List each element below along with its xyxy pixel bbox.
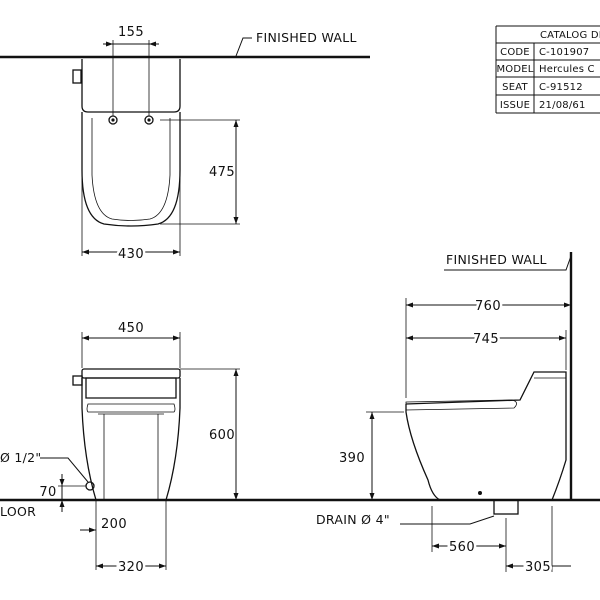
table-key-model: MODEL <box>496 64 533 75</box>
table-value-code: C-101907 <box>539 47 589 58</box>
supply-size-label: Ø 1/2" <box>0 450 41 465</box>
dim-390-label: 390 <box>339 451 365 466</box>
supply-leader <box>40 457 89 483</box>
front-tank <box>81 368 181 379</box>
side-drain-marker <box>478 491 482 495</box>
table-key-issue: ISSUE <box>500 100 530 111</box>
drain-label: DRAIN Ø 4" <box>316 512 390 527</box>
hinge-hole-right-inner <box>147 118 151 122</box>
floor-label: LOOR <box>0 504 36 519</box>
side-finished-wall-label: FINISHED WALL <box>446 252 547 267</box>
table-value-seat: C-91512 <box>539 82 583 93</box>
drain-pipe <box>493 499 519 515</box>
dim-600-label: 600 <box>209 428 235 443</box>
table-value-model: Hercules C <box>539 64 595 75</box>
dim-475-label: 475 <box>209 165 235 180</box>
table-value-issue: 21/08/61 <box>539 100 586 111</box>
dim-760-label: 760 <box>475 299 501 314</box>
front-seat <box>85 377 177 399</box>
side-view: FINISHED WALL DRAIN Ø 4" 760 745 390 <box>316 252 573 578</box>
hinge-hole-left-inner <box>111 118 115 122</box>
dim-560-label: 560 <box>449 540 475 555</box>
catalog-table: CATALOG DR CODE C-101907 MODEL Hercules … <box>495 25 600 114</box>
front-view: LOOR Ø 1/2" 450 600 70 <box>0 321 600 578</box>
top-tank-outline <box>81 59 181 113</box>
front-bowl-body <box>81 378 181 501</box>
dim-745-label: 745 <box>473 332 499 347</box>
table-key-seat: SEAT <box>502 82 528 93</box>
front-seat-rim <box>86 403 176 413</box>
dim-430-label: 430 <box>118 247 144 262</box>
top-wall-leader <box>235 37 252 57</box>
dim-70-label: 70 <box>39 485 56 500</box>
top-finished-wall-label: FINISHED WALL <box>256 30 357 45</box>
dim-155-label: 155 <box>118 25 144 40</box>
dim-450-label: 450 <box>118 321 144 336</box>
table-key-code: CODE <box>500 47 530 58</box>
side-bowl-body <box>405 371 567 501</box>
table-header: CATALOG DR <box>540 30 600 41</box>
front-flush-knob <box>72 375 83 386</box>
top-flush-knob <box>72 69 82 84</box>
dim-200-label: 200 <box>101 517 127 532</box>
dim-305-label: 305 <box>525 560 551 575</box>
top-lid-outline <box>91 118 171 221</box>
top-seat-outline <box>81 112 181 227</box>
side-seat <box>405 399 517 411</box>
top-view: FINISHED WALL 155 475 430 <box>0 25 370 265</box>
dim-320-label: 320 <box>118 560 144 575</box>
